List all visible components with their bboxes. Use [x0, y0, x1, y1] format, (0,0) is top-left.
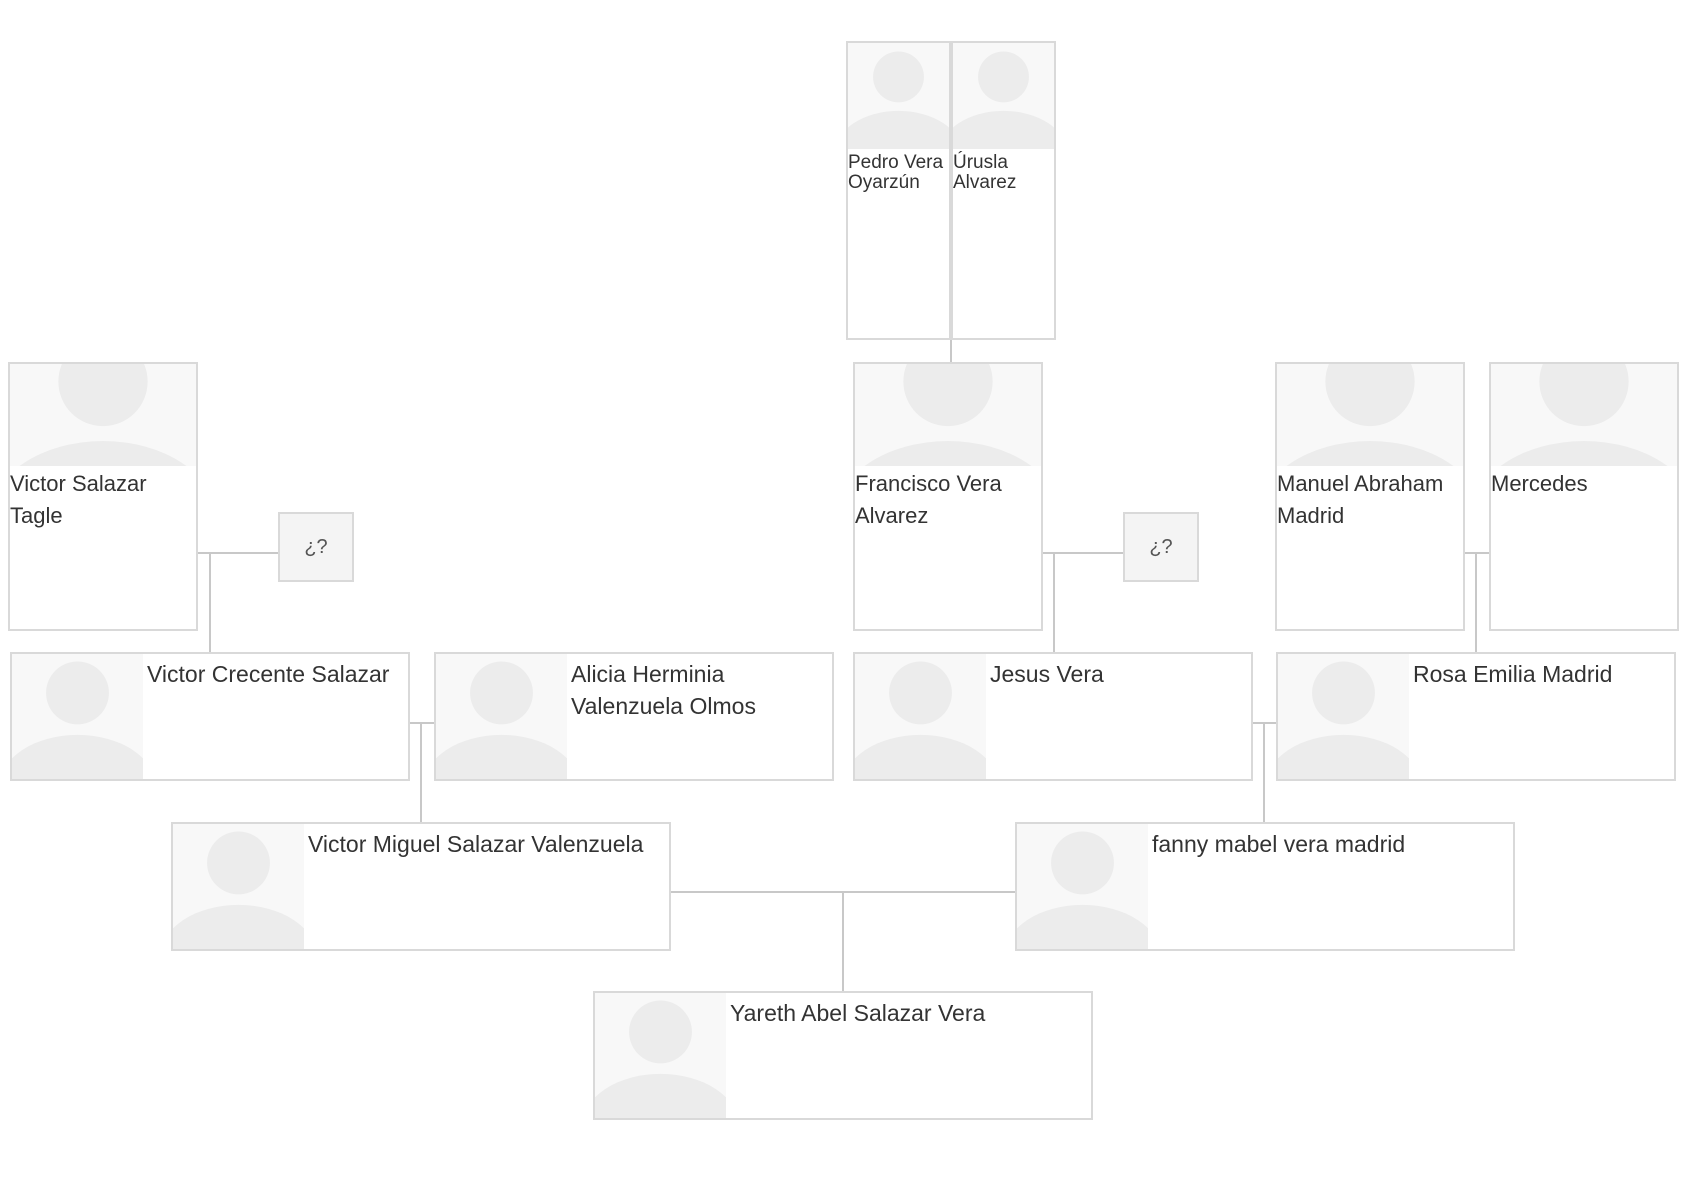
avatar-icon [1017, 824, 1148, 949]
person-name: Mercedes [1491, 471, 1588, 496]
person-name: Jesus Vera [990, 661, 1104, 687]
avatar-icon [10, 364, 196, 466]
person-card-victor-crecente[interactable]: Victor Crecente Salazar [10, 652, 410, 781]
person-name: Victor Crecente Salazar [147, 661, 390, 687]
person-name: Rosa Emilia Madrid [1413, 661, 1613, 687]
avatar-icon [173, 824, 304, 949]
person-card-manuel[interactable]: Manuel Abraham Madrid [1275, 362, 1465, 631]
connector-line [420, 722, 422, 822]
connector-line [410, 722, 434, 724]
connector-line [1475, 552, 1477, 652]
person-card-fanny[interactable]: fanny mabel vera madrid [1015, 822, 1515, 951]
avatar-icon [595, 993, 726, 1118]
avatar-icon [848, 43, 949, 149]
connector-line [1465, 552, 1489, 554]
avatar-icon [855, 364, 1041, 466]
person-name: Victor Miguel Salazar Valenzuela [308, 831, 644, 857]
person-card-rosa[interactable]: Rosa Emilia Madrid [1276, 652, 1676, 781]
avatar-icon [1277, 364, 1463, 466]
connector-line [842, 891, 844, 991]
connector-line [1053, 552, 1055, 652]
person-name: Manuel Abraham Madrid [1277, 471, 1444, 528]
person-name: Victor Salazar Tagle [10, 471, 147, 528]
avatar-icon [1278, 654, 1409, 779]
person-card-francisco[interactable]: Francisco Vera Alvarez [853, 362, 1043, 631]
avatar-icon [436, 654, 567, 779]
person-card-victor-tagle[interactable]: Victor Salazar Tagle [8, 362, 198, 631]
person-name: Francisco Vera Alvarez [855, 471, 1002, 528]
connector-line [950, 340, 952, 362]
person-card-victor-miguel[interactable]: Victor Miguel Salazar Valenzuela [171, 822, 671, 951]
unknown-spouse-button[interactable]: ¿? [1123, 512, 1199, 582]
person-card-mercedes[interactable]: Mercedes [1489, 362, 1679, 631]
avatar-icon [1491, 364, 1677, 466]
person-name: Alicia Herminia Valenzuela Olmos [571, 661, 756, 719]
avatar-icon [855, 654, 986, 779]
avatar-icon [953, 43, 1054, 149]
person-card-urusla[interactable]: Úrusla Alvarez [951, 41, 1056, 340]
person-card-alicia[interactable]: Alicia Herminia Valenzuela Olmos [434, 652, 834, 781]
connector-line [198, 552, 278, 554]
person-card-pedro[interactable]: Pedro Vera Oyarzún [846, 41, 951, 340]
avatar-icon [12, 654, 143, 779]
unknown-spouse-button[interactable]: ¿? [278, 512, 354, 582]
connector-line [1263, 722, 1265, 822]
connector-line [209, 552, 211, 652]
person-name: fanny mabel vera madrid [1152, 831, 1406, 857]
person-card-jesus[interactable]: Jesus Vera [853, 652, 1253, 781]
connector-line [1043, 552, 1123, 554]
person-name: Pedro Vera Oyarzún [848, 152, 944, 193]
person-name: Yareth Abel Salazar Vera [730, 1000, 986, 1026]
person-card-yareth[interactable]: Yareth Abel Salazar Vera [593, 991, 1093, 1120]
person-name: Úrusla Alvarez [953, 152, 1017, 193]
